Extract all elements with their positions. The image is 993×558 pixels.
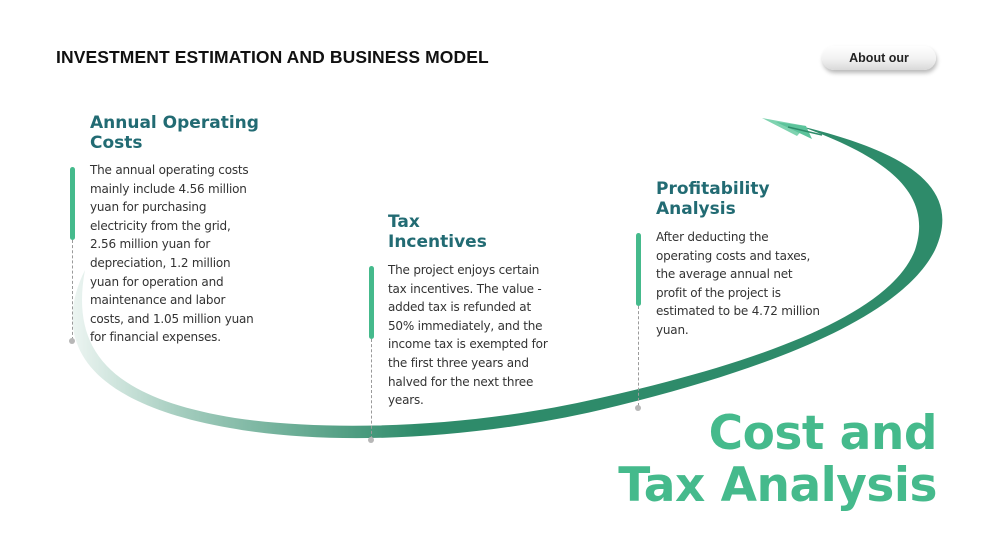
section-tax-incentives: Tax Incentives The project enjoys certai… <box>388 212 578 410</box>
section-body: After deducting the operating costs and … <box>656 230 820 337</box>
timeline-dot <box>69 338 75 344</box>
section-body: The annual operating costs mainly includ… <box>90 163 254 345</box>
dashed-connector <box>371 339 372 439</box>
hero-title: Cost and Tax Analysis <box>618 406 937 513</box>
section-profitability-analysis: Profitability Analysis After deducting t… <box>656 179 856 340</box>
page-title: INVESTMENT ESTIMATION AND BUSINESS MODEL <box>56 47 489 67</box>
section-annual-operating-costs: Annual Operating Costs The annual operat… <box>90 113 290 347</box>
section-body: The project enjoys certain tax incentive… <box>388 263 548 408</box>
accent-bar <box>636 233 641 306</box>
arc-band <box>72 126 943 439</box>
about-our-button[interactable]: About our <box>822 46 936 70</box>
accent-bar <box>369 266 374 339</box>
timeline-dot <box>368 437 374 443</box>
paper-plane-arrow-icon <box>762 118 823 139</box>
dashed-connector <box>638 306 639 406</box>
section-title: Tax Incentives <box>388 212 487 252</box>
timeline-dot <box>635 405 641 411</box>
accent-bar <box>70 167 75 240</box>
section-title: Annual Operating Costs <box>90 113 259 153</box>
dashed-connector <box>72 240 73 340</box>
section-title: Profitability Analysis <box>656 179 770 219</box>
